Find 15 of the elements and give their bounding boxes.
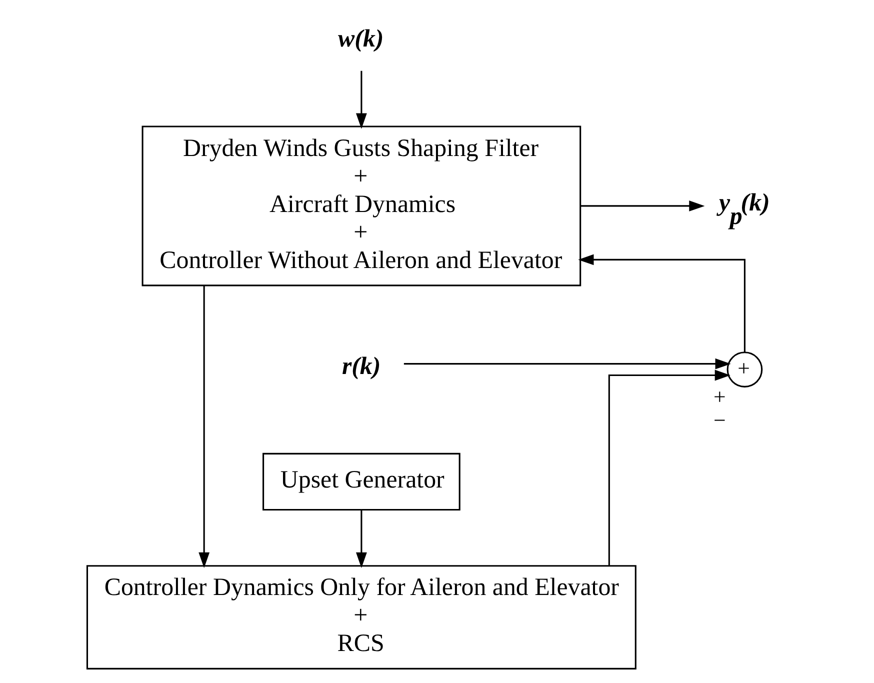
node-box: Upset Generator bbox=[262, 452, 460, 511]
arrow bbox=[404, 358, 731, 370]
node-box: Dryden Winds Gusts Shaping Filter + Aircraft Dynamics + Controller Without Aileron and Elevator bbox=[142, 126, 582, 286]
node-text: w(k) bbox=[338, 26, 384, 53]
arrow bbox=[578, 254, 746, 352]
arrow bbox=[356, 510, 367, 568]
node-box: Controller Dynamics Only for Aileron and Elevator + RCS bbox=[86, 565, 636, 670]
node-label: + bbox=[714, 385, 726, 410]
node-text: r(k) bbox=[342, 352, 381, 380]
node-label: − bbox=[714, 408, 726, 432]
arrow bbox=[608, 370, 730, 566]
arrow bbox=[356, 70, 367, 129]
arrow bbox=[580, 200, 705, 212]
arrow bbox=[198, 286, 210, 568]
node-circle: + bbox=[726, 352, 763, 388]
